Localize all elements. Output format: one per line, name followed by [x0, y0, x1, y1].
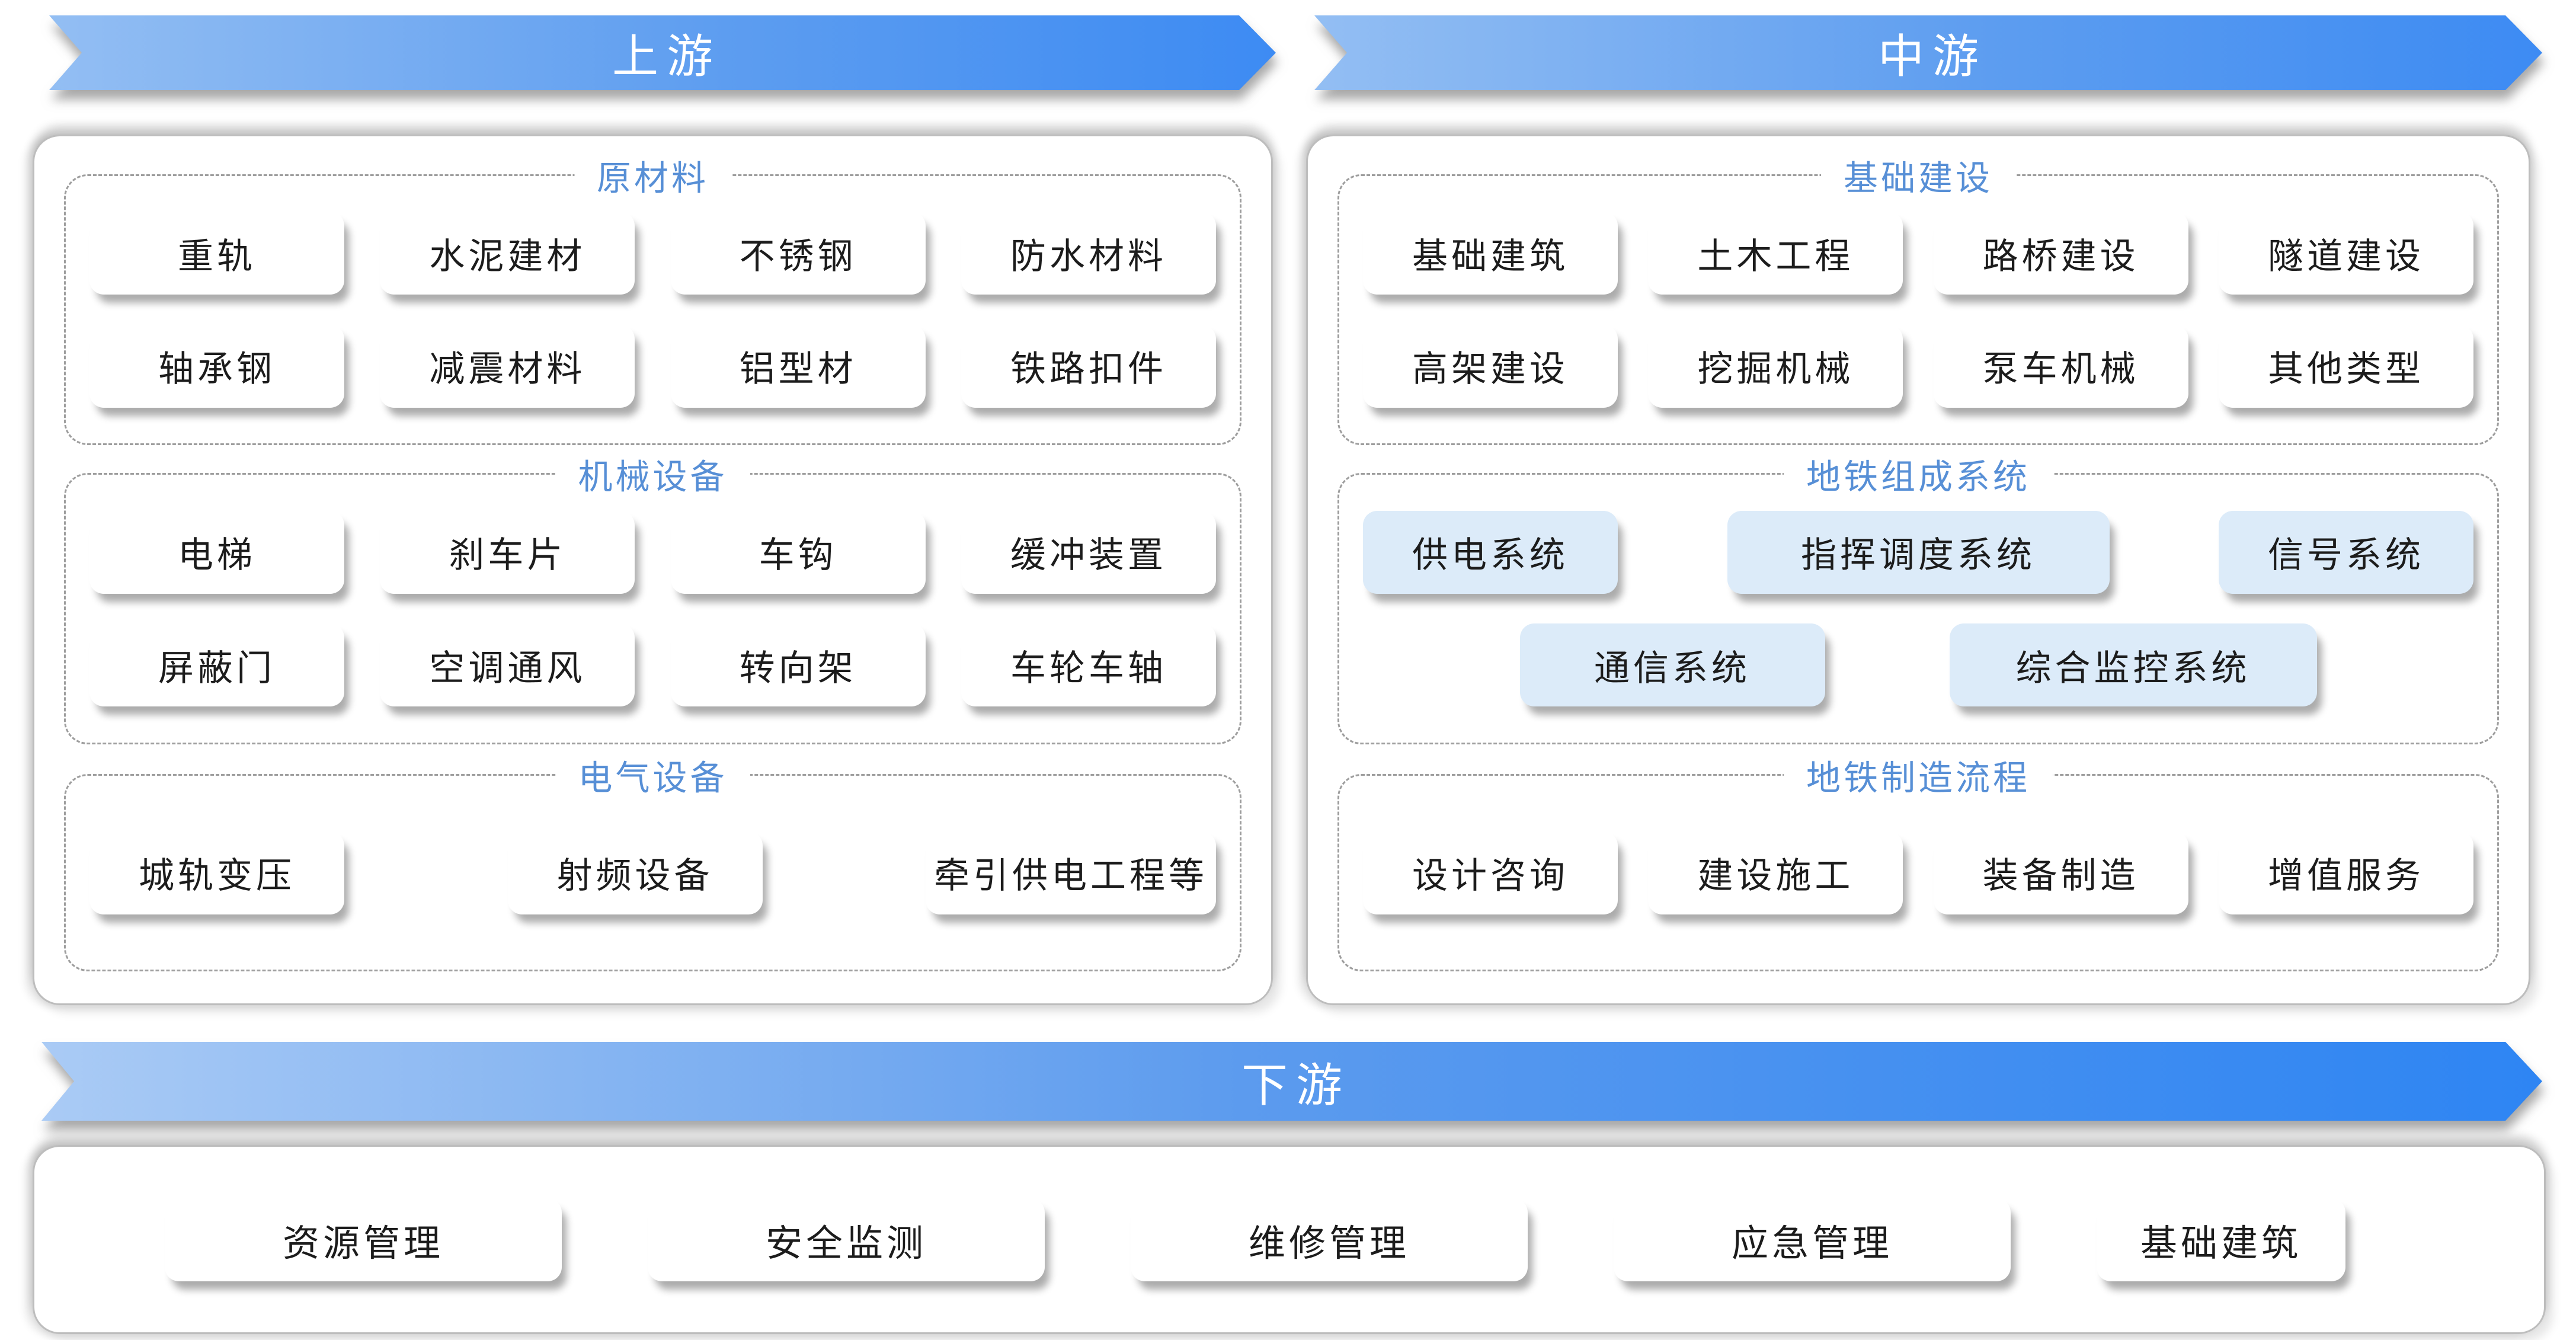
- chain-item-card: 屏蔽门: [89, 623, 344, 707]
- chain-item-card: 隧道建设: [2218, 212, 2473, 295]
- upstream-banner-ribbon: 上游: [49, 15, 1276, 90]
- card-row: 通信系统 综合监控系统: [1363, 623, 2473, 707]
- upstream-panel-content: 原材料 重轨 水泥建材 不锈钢 防水材料 轴承钢 减震材料 铝型材 铁路扣件 机…: [34, 136, 1271, 1003]
- section-metro-systems: 地铁组成系统 供电系统 指挥调度系统 信号系统 通信系统 综合监控系统: [1337, 449, 2499, 744]
- section-metro-manufacturing-process-title: 地铁制造流程: [1783, 750, 2053, 800]
- section-mechanical-equipment: 机械设备 电梯 刹车片 车钩 缓冲装置 屏蔽门 空调通风 转向架 车轮车轴: [64, 449, 1241, 744]
- chain-item-card: 牵引供电工程等: [926, 831, 1216, 914]
- chain-item-card: 土木工程: [1648, 212, 1903, 295]
- chain-item-card: 基础建筑: [1363, 212, 1618, 295]
- upstream-panel: 原材料 重轨 水泥建材 不锈钢 防水材料 轴承钢 减震材料 铝型材 铁路扣件 机…: [33, 135, 1273, 1005]
- chain-item-card: 综合监控系统: [1949, 623, 2317, 707]
- chain-item-card: 车轮车轴: [961, 623, 1216, 707]
- chain-item-card: 供电系统: [1363, 510, 1618, 594]
- chain-item-card: 通信系统: [1519, 623, 1825, 707]
- chain-item-card: 重轨: [89, 212, 344, 295]
- downstream-banner: 下游: [41, 1042, 2542, 1121]
- chain-item-card: 转向架: [670, 623, 926, 707]
- section-metro-systems-title: 地铁组成系统: [1783, 449, 2053, 499]
- card-row: 设计咨询 建设施工 装备制造 增值服务: [1363, 831, 2473, 914]
- midstream-panel: 基础建设 基础建筑 土木工程 路桥建设 隧道建设 高架建设 挖掘机械 泵车机械 …: [1306, 135, 2530, 1005]
- card-row: 资源管理 安全监测 维修管理 应急管理 基础建筑: [34, 1147, 2544, 1332]
- chain-item-card: 装备制造: [1933, 831, 2188, 914]
- chain-item-card: 车钩: [670, 510, 926, 594]
- section-raw-materials: 原材料 重轨 水泥建材 不锈钢 防水材料 轴承钢 减震材料 铝型材 铁路扣件: [64, 150, 1241, 445]
- chain-item-card: 轴承钢: [89, 324, 344, 408]
- chain-item-card: 空调通风: [380, 623, 635, 707]
- chain-item-card: 挖掘机械: [1648, 324, 1903, 408]
- card-row: 轴承钢 减震材料 铝型材 铁路扣件: [89, 324, 1216, 408]
- chain-item-card: 路桥建设: [1933, 212, 2188, 295]
- chain-item-card: 建设施工: [1648, 831, 1903, 914]
- chain-item-card: 缓冲装置: [961, 510, 1216, 594]
- downstream-banner-label: 下游: [1241, 1058, 1351, 1111]
- card-row: 基础建筑 土木工程 路桥建设 隧道建设: [1363, 212, 2473, 295]
- midstream-panel-content: 基础建设 基础建筑 土木工程 路桥建设 隧道建设 高架建设 挖掘机械 泵车机械 …: [1308, 136, 2529, 1003]
- chain-item-card: 泵车机械: [1933, 324, 2188, 408]
- card-row: 重轨 水泥建材 不锈钢 防水材料: [89, 212, 1216, 295]
- chain-item-card: 铝型材: [670, 324, 926, 408]
- downstream-banner-ribbon: 下游: [41, 1042, 2542, 1121]
- chain-item-card: 铁路扣件: [961, 324, 1216, 408]
- card-row: 屏蔽门 空调通风 转向架 车轮车轴: [89, 623, 1216, 707]
- chain-item-card: 水泥建材: [380, 212, 635, 295]
- chain-item-card: 高架建设: [1363, 324, 1618, 408]
- chain-item-card: 维修管理: [1131, 1198, 1528, 1281]
- downstream-panel: 资源管理 安全监测 维修管理 应急管理 基础建筑: [33, 1145, 2546, 1334]
- card-row: 电梯 刹车片 车钩 缓冲装置: [89, 510, 1216, 594]
- chain-item-card: 防水材料: [961, 212, 1216, 295]
- chain-item-card: 其他类型: [2218, 324, 2473, 408]
- midstream-banner: 中游: [1314, 15, 2542, 90]
- chain-item-card: 减震材料: [380, 324, 635, 408]
- card-row: 城轨变压 射频设备 牵引供电工程等: [89, 831, 1216, 914]
- section-mechanical-equipment-title: 机械设备: [555, 449, 750, 499]
- chain-item-card: 电梯: [89, 510, 344, 594]
- card-row: 供电系统 指挥调度系统 信号系统: [1363, 510, 2473, 594]
- section-infrastructure-title: 基础建设: [1820, 150, 2016, 200]
- chain-item-card: 设计咨询: [1363, 831, 1618, 914]
- chain-item-card: 资源管理: [165, 1198, 562, 1281]
- upstream-banner: 上游: [49, 15, 1276, 90]
- midstream-banner-label: 中游: [1877, 30, 1987, 82]
- chain-item-card: 信号系统: [2219, 510, 2473, 594]
- section-metro-manufacturing-process: 地铁制造流程 设计咨询 建设施工 装备制造 增值服务: [1337, 750, 2499, 971]
- chain-item-card: 基础建筑: [2097, 1198, 2345, 1281]
- chain-item-card: 城轨变压: [89, 831, 344, 914]
- midstream-banner-ribbon: 中游: [1314, 15, 2542, 90]
- chain-item-card: 不锈钢: [670, 212, 926, 295]
- section-infrastructure: 基础建设 基础建筑 土木工程 路桥建设 隧道建设 高架建设 挖掘机械 泵车机械 …: [1337, 150, 2499, 445]
- section-raw-materials-title: 原材料: [574, 150, 732, 200]
- chain-item-card: 安全监测: [648, 1198, 1045, 1281]
- chain-item-card: 刹车片: [380, 510, 635, 594]
- card-row: 高架建设 挖掘机械 泵车机械 其他类型: [1363, 324, 2473, 408]
- upstream-banner-label: 上游: [612, 30, 721, 82]
- chain-item-card: 应急管理: [1614, 1198, 2011, 1281]
- chain-item-card: 射频设备: [507, 831, 763, 914]
- section-electrical-equipment-title: 电气设备: [555, 750, 750, 800]
- chain-item-card: 指挥调度系统: [1727, 510, 2110, 594]
- section-electrical-equipment: 电气设备 城轨变压 射频设备 牵引供电工程等: [64, 750, 1241, 971]
- chain-item-card: 增值服务: [2218, 831, 2473, 914]
